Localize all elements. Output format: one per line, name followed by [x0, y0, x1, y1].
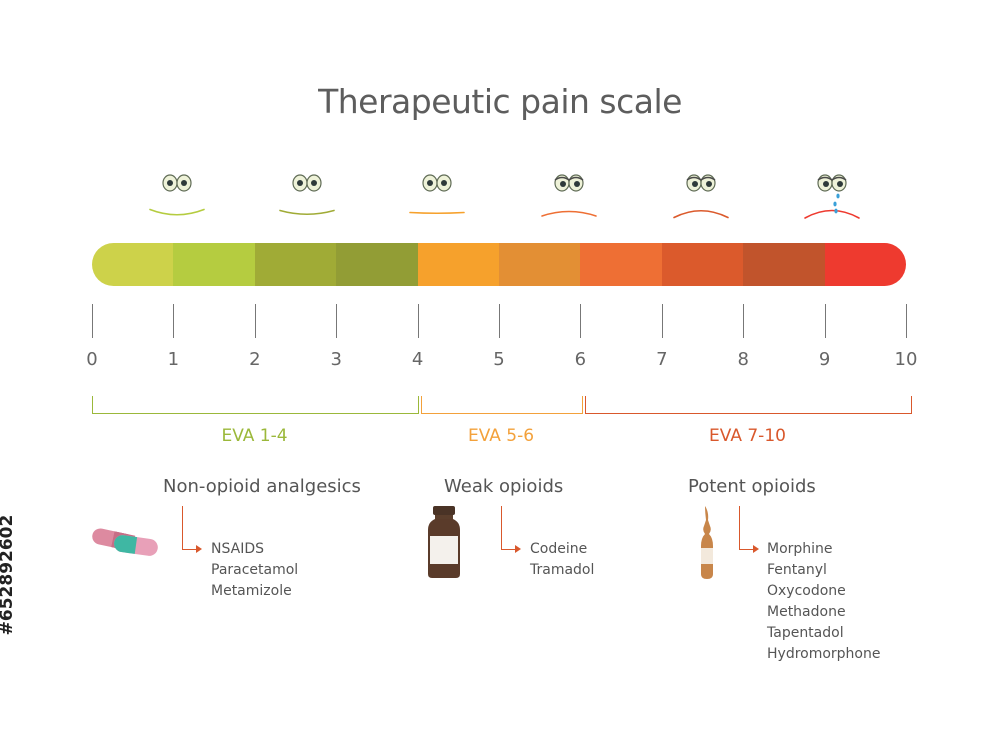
- tick-line: [580, 304, 582, 338]
- scale-segment-6: [499, 243, 581, 286]
- drug-item: Morphine: [767, 541, 833, 557]
- group-title-weak-opioids: Weak opioids: [444, 476, 564, 497]
- tick-label: 3: [330, 349, 342, 370]
- scale-segment-10: [824, 243, 906, 286]
- bracket-mild: [92, 396, 419, 414]
- range-label-mild: EVA 1-4: [221, 426, 288, 446]
- scale-segment-3: [254, 243, 337, 286]
- bracket-moderate: [421, 396, 583, 414]
- drug-list-potent-opioids: Morphine Fentanyl Oxycodone Methadone Ta…: [767, 539, 880, 665]
- drug-item: Hydromorphone: [767, 646, 881, 662]
- tick-label: 6: [574, 349, 587, 370]
- scale-segment-1: [92, 243, 174, 286]
- scale-segment-9: [743, 243, 825, 286]
- arrow-non-opioid: [182, 506, 202, 553]
- scale-segment-8: [661, 243, 744, 286]
- tick-line: [499, 304, 500, 338]
- scale-segment-4: [336, 243, 418, 286]
- tick-line: [661, 304, 663, 338]
- arrow-potent-opioids: [739, 506, 759, 553]
- tick-label: 5: [493, 349, 505, 370]
- drug-item: Fentanyl: [767, 562, 827, 578]
- crying-face-icon: [804, 174, 860, 219]
- tick-label: 10: [894, 349, 918, 370]
- tick-line: [824, 304, 826, 338]
- tick-label: 2: [249, 349, 261, 370]
- drug-item: Paracetamol: [211, 562, 299, 578]
- drug-item: Metamizole: [211, 583, 292, 599]
- group-title-potent-opioids: Potent opioids: [688, 476, 816, 497]
- ampoule-icon: [701, 506, 713, 579]
- slightly-sad-face-icon: [541, 174, 597, 217]
- very-happy-face-icon: [149, 174, 205, 216]
- tick-label: 7: [656, 349, 668, 370]
- stock-id: #652892602: [0, 514, 17, 636]
- happy-face-icon: [279, 174, 335, 216]
- tick-label: 8: [737, 349, 749, 370]
- tick-label: 0: [86, 349, 98, 370]
- tick-line: [336, 304, 338, 338]
- tick-label: 9: [818, 349, 831, 370]
- drug-item: Tramadol: [530, 562, 595, 578]
- neutral-face-icon: [409, 174, 465, 215]
- drug-item: Methadone: [767, 604, 846, 620]
- range-label-moderate: EVA 5-6: [467, 426, 535, 446]
- drug-item: Oxycodone: [767, 583, 846, 599]
- page-title: Therapeutic pain scale: [318, 82, 682, 121]
- group-title-non-opioid: Non-opioid analgesics: [163, 476, 361, 497]
- face-row: [149, 174, 860, 219]
- tick-line: [173, 304, 175, 338]
- tick-line: [254, 304, 256, 338]
- tick-line: [906, 304, 907, 338]
- tick-line: [92, 304, 93, 338]
- medicine-bottle-icon: [428, 506, 460, 578]
- drug-item: Codeine: [530, 541, 588, 557]
- tick-label: 1: [167, 349, 180, 370]
- drug-list-weak-opioids: Codeine Tramadol: [530, 539, 594, 581]
- drug-item: NSAIDS: [211, 541, 264, 557]
- scale-segment-5: [417, 243, 500, 286]
- drug-item: Tapentadol: [767, 625, 844, 641]
- scale-segment-7: [580, 243, 662, 286]
- tick-line: [417, 304, 419, 338]
- arrow-weak-opioids: [501, 506, 521, 553]
- tick-label: 4: [411, 349, 424, 370]
- range-label-severe: EVA 7-10: [709, 426, 786, 446]
- drug-list-non-opioid: NSAIDS Paracetamol Metamizole: [211, 539, 298, 602]
- pain-scale-bar: [92, 243, 906, 286]
- capsule-icon: [92, 528, 158, 556]
- bracket-severe: [585, 396, 912, 414]
- scale-segment-2: [173, 243, 255, 286]
- sad-face-icon: [673, 174, 729, 219]
- tick-line: [743, 304, 745, 338]
